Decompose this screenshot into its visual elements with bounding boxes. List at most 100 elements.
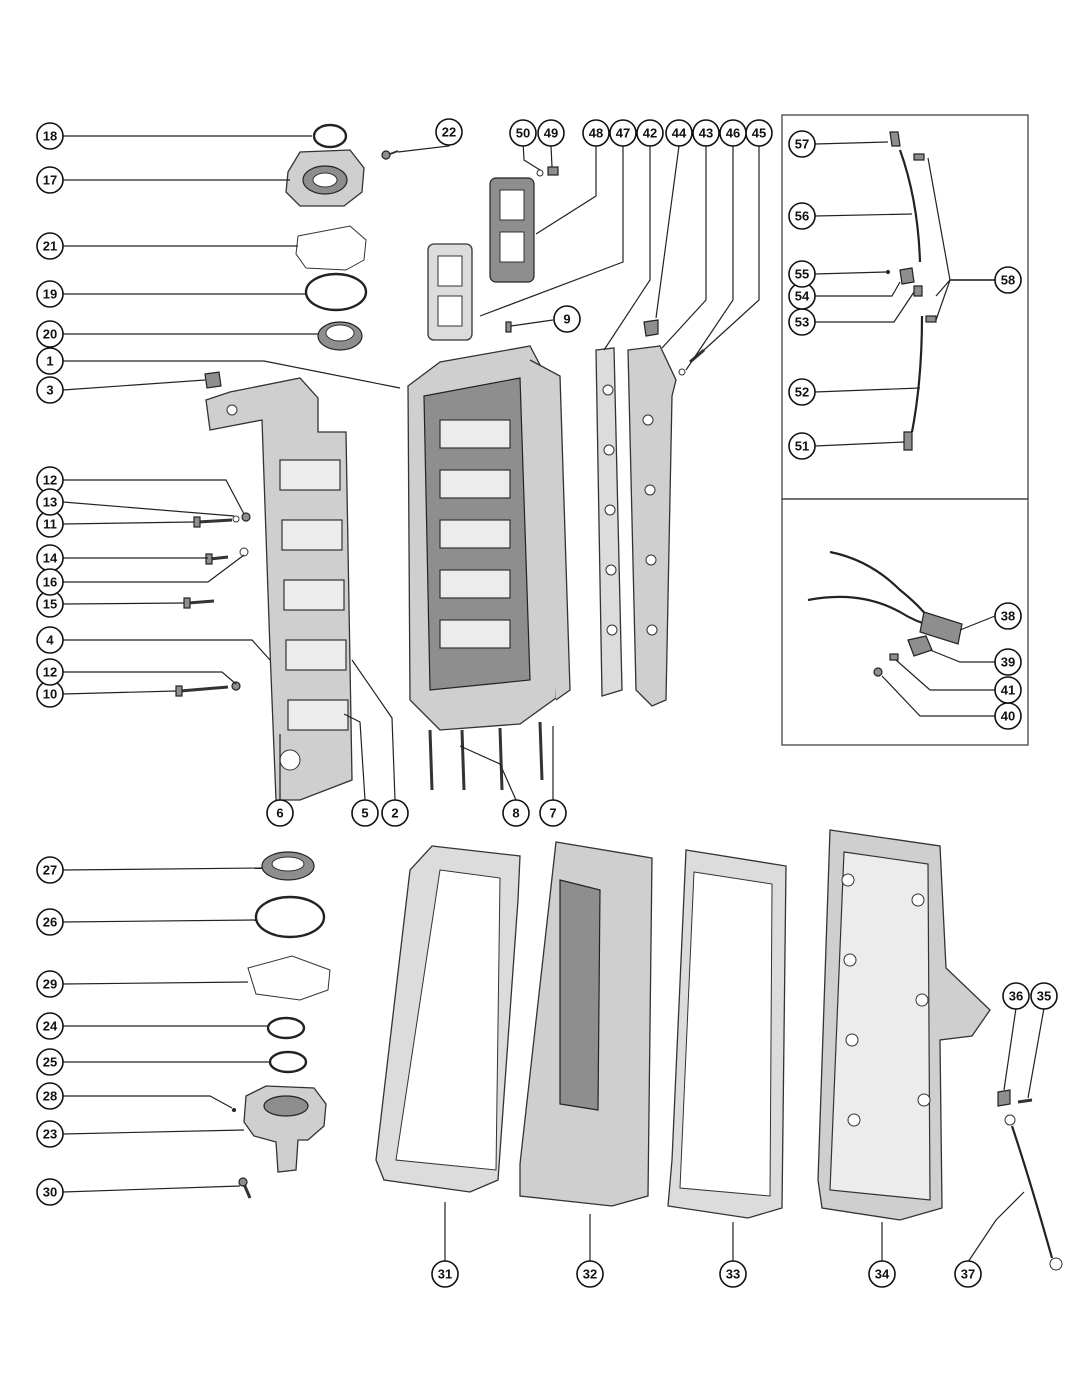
part-25-oil-seal [268, 1050, 308, 1074]
callout-49: 49 [537, 119, 565, 147]
part-13-washer [232, 515, 240, 523]
part-43-transfer-port-cover [627, 345, 677, 707]
callout-40: 40 [994, 702, 1022, 730]
svg-text:44: 44 [672, 126, 687, 141]
callout-32: 32 [576, 1260, 604, 1288]
part-16-washer [239, 547, 249, 557]
svg-text:4: 4 [46, 633, 54, 648]
svg-text:27: 27 [43, 863, 57, 878]
part-58-clamp-upper [913, 153, 925, 161]
part-12-nut-lower [231, 681, 241, 691]
svg-text:13: 13 [43, 495, 57, 510]
temperature-switch-panel [781, 498, 1029, 746]
callout-34: 34 [868, 1260, 896, 1288]
svg-text:18: 18 [43, 129, 57, 144]
part-21-gasket [295, 225, 367, 271]
callout-37: 37 [954, 1260, 982, 1288]
callout-2: 2 [381, 799, 409, 827]
svg-text:55: 55 [795, 267, 809, 282]
svg-text:12: 12 [43, 665, 57, 680]
callout-8: 8 [502, 799, 530, 827]
callout-31: 31 [431, 1260, 459, 1288]
part-28-pin [232, 1108, 236, 1112]
part-14-screw [205, 553, 229, 565]
svg-text:17: 17 [43, 173, 57, 188]
svg-text:25: 25 [43, 1055, 57, 1070]
part-34-exhaust-cover [817, 829, 991, 1221]
callout-18: 18 [36, 122, 64, 150]
svg-text:28: 28 [43, 1089, 57, 1104]
svg-text:2: 2 [391, 806, 398, 821]
svg-text:8: 8 [512, 806, 519, 821]
part-53-fitting [913, 285, 923, 297]
svg-text:33: 33 [726, 1267, 740, 1282]
svg-text:32: 32 [583, 1267, 597, 1282]
callout-7: 7 [539, 799, 567, 827]
callout-42: 42 [636, 119, 664, 147]
svg-text:56: 56 [795, 209, 809, 224]
part-40-screw [873, 667, 883, 677]
part-19-o-ring [304, 272, 368, 312]
callout-51: 51 [788, 432, 816, 460]
part-46-washer [678, 368, 686, 376]
callout-27: 27 [36, 856, 64, 884]
part-48-cover-plate [489, 177, 535, 283]
callout-25: 25 [36, 1048, 64, 1076]
callout-11: 11 [36, 510, 64, 538]
part-35-screw [1017, 1098, 1033, 1104]
callout-39: 39 [994, 648, 1022, 676]
part-44-plug [643, 319, 659, 337]
callout-22: 22 [435, 118, 463, 146]
svg-text:20: 20 [43, 327, 57, 342]
part-24-oil-seal [266, 1016, 306, 1040]
part-10-bolt [175, 685, 229, 697]
callout-55: 55 [788, 260, 816, 288]
part-51-fitting [903, 431, 913, 451]
part-29-gasket [247, 955, 331, 1001]
svg-text:23: 23 [43, 1127, 57, 1142]
callout-12-upper: 12 [36, 466, 64, 494]
callout-44: 44 [665, 119, 693, 147]
svg-text:52: 52 [795, 385, 809, 400]
svg-text:16: 16 [43, 575, 57, 590]
callout-4: 4 [36, 626, 64, 654]
callout-1: 1 [36, 347, 64, 375]
callout-16: 16 [36, 568, 64, 596]
svg-text:22: 22 [442, 125, 456, 140]
part-20-ball-bearing [317, 321, 363, 351]
svg-text:54: 54 [795, 289, 810, 304]
part-12-nut-upper [241, 512, 251, 522]
callout-47: 47 [609, 119, 637, 147]
callout-57: 57 [788, 130, 816, 158]
part-54-check-valve [899, 267, 915, 285]
part-56-hose [898, 149, 922, 263]
parts-layer [175, 114, 1063, 1271]
svg-text:39: 39 [1001, 655, 1015, 670]
part-50-washer [536, 169, 544, 177]
part-57-fitting [889, 131, 901, 147]
callout-53: 53 [788, 308, 816, 336]
callout-45: 45 [745, 119, 773, 147]
svg-text:43: 43 [699, 126, 713, 141]
part-47-gasket [427, 243, 473, 341]
callout-28: 28 [36, 1082, 64, 1110]
part-8-cylinder-block [407, 345, 571, 791]
part-58-clamp-lower [925, 315, 937, 323]
svg-text:5: 5 [361, 806, 368, 821]
callout-14: 14 [36, 544, 64, 572]
part-41-washer [889, 653, 899, 661]
part-32-divider-plate [519, 841, 653, 1207]
svg-text:15: 15 [43, 597, 57, 612]
callout-58: 58 [994, 266, 1022, 294]
part-23-lower-end-cap [243, 1085, 327, 1173]
part-22-screw [381, 150, 399, 160]
svg-text:7: 7 [549, 806, 556, 821]
svg-text:12: 12 [43, 473, 57, 488]
part-49-screw [547, 166, 559, 176]
svg-text:46: 46 [726, 126, 740, 141]
svg-text:37: 37 [961, 1267, 975, 1282]
svg-text:42: 42 [643, 126, 657, 141]
svg-text:58: 58 [1001, 273, 1015, 288]
callout-17: 17 [36, 166, 64, 194]
